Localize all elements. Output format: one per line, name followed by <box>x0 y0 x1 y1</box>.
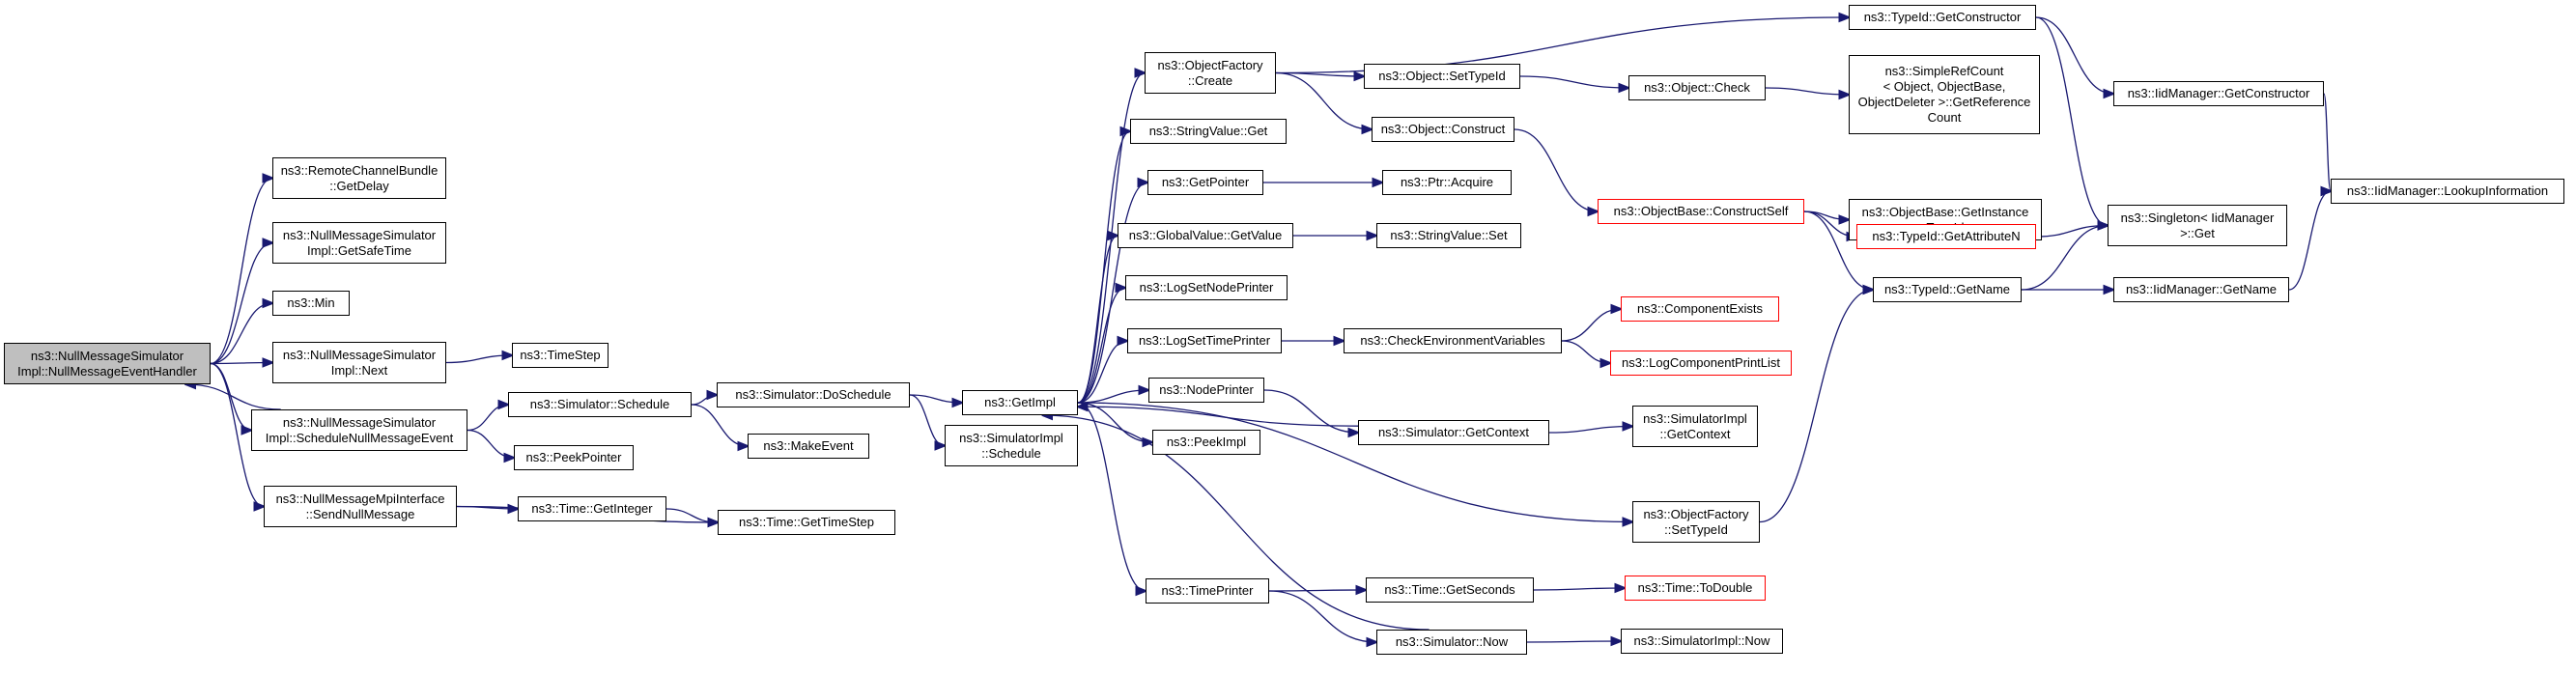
node-getimpl[interactable]: ns3::GetImpl <box>962 390 1078 415</box>
edge-simgetctx-to-getimpl <box>1078 407 1359 427</box>
edge-root-to-sendnull <box>210 362 264 507</box>
edge-checkenv-to-compexists <box>1561 309 1621 342</box>
node-simulatorimpl-schedule[interactable]: ns3::SimulatorImpl ::Schedule <box>945 425 1078 466</box>
node-stringvalue-set[interactable]: ns3::StringValue::Set <box>1376 223 1521 248</box>
edge-root-to-min <box>210 303 272 365</box>
edge-root-to-schednull <box>210 362 251 431</box>
edge-settypeid-to-objcheck <box>1519 75 1628 88</box>
node-objectbase-constructself[interactable]: ns3::ObjectBase::ConstructSelf <box>1598 199 1804 224</box>
edge-objfsettypeid-to-typeidgetname <box>1759 290 1873 523</box>
node-getpointer[interactable]: ns3::GetPointer <box>1147 170 1263 195</box>
node-time-getseconds[interactable]: ns3::Time::GetSeconds <box>1366 577 1534 603</box>
node-logsetnodeprinter[interactable]: ns3::LogSetNodePrinter <box>1125 275 1288 300</box>
node-object-check[interactable]: ns3::Object::Check <box>1628 75 1766 100</box>
edge-simgetctx-to-simimplctx <box>1548 427 1632 434</box>
node-ptr-acquire[interactable]: ns3::Ptr::Acquire <box>1382 170 1512 195</box>
node-componentexists[interactable]: ns3::ComponentExists <box>1621 296 1779 322</box>
node-typeid-getname[interactable]: ns3::TypeId::GetName <box>1873 277 2022 302</box>
node-logcomponentprintlist[interactable]: ns3::LogComponentPrintList <box>1610 351 1792 376</box>
edge-root-to-next <box>210 363 272 364</box>
edge-getimpl-to-strvalget <box>1077 131 1130 404</box>
node-min[interactable]: ns3::Min <box>272 291 350 316</box>
node-simulator-schedule[interactable]: ns3::Simulator::Schedule <box>508 392 692 417</box>
edge-timeprinter-to-simnow <box>1268 590 1376 642</box>
node-simulatorimpl-getcontext[interactable]: ns3::SimulatorImpl ::GetContext <box>1632 406 1758 447</box>
edge-iidgetconstructor-to-lookupinfo <box>2324 93 2331 191</box>
edge-iidgetname-to-lookupinfo <box>2288 191 2331 291</box>
edge-root-to-getsafetime <box>210 243 272 365</box>
node-iidmanager-getname[interactable]: ns3::IidManager::GetName <box>2113 277 2289 302</box>
edge-root-to-getdelay <box>210 179 272 365</box>
edge-timeprinter-to-getseconds <box>1268 590 1366 591</box>
node-objectfactory-settypeid[interactable]: ns3::ObjectFactory ::SetTypeId <box>1632 501 1760 543</box>
edge-getconstructor-to-singletonget <box>2035 16 2108 226</box>
edge-typeidgetname-to-singletonget <box>2021 226 2108 291</box>
node-simulatorimpl-now[interactable]: ns3::SimulatorImpl::Now <box>1621 629 1783 654</box>
node-simulator-now[interactable]: ns3::Simulator::Now <box>1376 630 1527 655</box>
node-stringvalue-get[interactable]: ns3::StringValue::Get <box>1130 119 1287 144</box>
edge-schednull-to-simsched <box>467 405 508 432</box>
edge-schednull-to-root <box>185 384 281 410</box>
edge-getint-to-gettimestep <box>665 508 718 522</box>
node-simulator-getcontext[interactable]: ns3::Simulator::GetContext <box>1358 420 1549 445</box>
node-peekpointer[interactable]: ns3::PeekPointer <box>514 445 634 470</box>
node-checkenvironmentvariables[interactable]: ns3::CheckEnvironmentVariables <box>1344 328 1562 353</box>
node-logsettimeprinter[interactable]: ns3::LogSetTimePrinter <box>1127 328 1282 353</box>
node-time-getinteger[interactable]: ns3::Time::GetInteger <box>518 496 666 521</box>
edge-objfcreate-to-objconstruct <box>1275 71 1372 130</box>
node-peekimpl[interactable]: ns3::PeekImpl <box>1152 430 1260 455</box>
node-makeevent[interactable]: ns3::MakeEvent <box>748 434 869 459</box>
node-send-null-message[interactable]: ns3::NullMessageMpiInterface ::SendNullM… <box>264 486 457 527</box>
edge-next-to-timestep <box>445 355 512 364</box>
edge-objfcreate-to-getconstructor <box>1275 17 1849 74</box>
edge-getimpl-to-logtimeprinter <box>1077 341 1127 404</box>
edge-objconstruct-to-constructself <box>1514 128 1598 211</box>
edge-simnow-to-simimplnow <box>1526 641 1621 642</box>
edge-constructself-to-typeidgetname <box>1803 211 1873 290</box>
edge-dosched-to-getimpl <box>909 394 962 403</box>
edge-schednull-to-peekptr <box>467 429 514 459</box>
edge-objcheck-to-simplerefcount <box>1765 87 1849 95</box>
node-globalvalue-getvalue[interactable]: ns3::GlobalValue::GetValue <box>1118 223 1293 248</box>
edge-getimpl-to-peekimpl <box>1077 402 1152 442</box>
node-object-construct[interactable]: ns3::Object::Construct <box>1372 117 1514 142</box>
node-object-settypeid[interactable]: ns3::Object::SetTypeId <box>1364 64 1520 89</box>
node-simulator-doschedule[interactable]: ns3::Simulator::DoSchedule <box>717 382 910 407</box>
node-iidmanager-getconstructor[interactable]: ns3::IidManager::GetConstructor <box>2113 81 2324 106</box>
node-time-gettimestep[interactable]: ns3::Time::GetTimeStep <box>718 510 895 535</box>
edge-checkenv-to-logcompprint <box>1561 340 1610 363</box>
edge-dosched-to-simimplsched <box>909 394 945 446</box>
edge-getconstructor-to-iidgetconstructor <box>2035 16 2113 94</box>
node-timestep[interactable]: ns3::TimeStep <box>512 343 609 368</box>
node-singleton-iidmanager-get[interactable]: ns3::Singleton< IidManager >::Get <box>2108 205 2287 246</box>
node-remote-channel-bundle-getdelay[interactable]: ns3::RemoteChannelBundle ::GetDelay <box>272 157 446 199</box>
edge-simnow-to-getimpl <box>1042 415 1430 631</box>
node-objectfactory-create[interactable]: ns3::ObjectFactory ::Create <box>1145 52 1276 94</box>
node-time-todouble[interactable]: ns3::Time::ToDouble <box>1625 576 1766 601</box>
edge-simsched-to-dosched <box>691 395 717 406</box>
node-timeprinter[interactable]: ns3::TimePrinter <box>1146 578 1269 604</box>
edge-getimpl-to-globalgetvalue <box>1077 236 1118 404</box>
edge-getimpl-to-getpointer <box>1077 183 1147 404</box>
node-nullmessage-event-handler: ns3::NullMessageSimulator Impl::NullMess… <box>4 343 211 384</box>
node-nodeprinter[interactable]: ns3::NodePrinter <box>1148 378 1264 403</box>
node-iidmanager-lookupinformation[interactable]: ns3::IidManager::LookupInformation <box>2331 179 2564 204</box>
node-next[interactable]: ns3::NullMessageSimulator Impl::Next <box>272 342 446 383</box>
node-getsafetime[interactable]: ns3::NullMessageSimulator Impl::GetSafeT… <box>272 222 446 264</box>
node-schedule-null-message-event[interactable]: ns3::NullMessageSimulator Impl::Schedule… <box>251 409 467 451</box>
edge-getimpl-to-objfsettypeid <box>1077 402 1632 522</box>
edge-getimpl-to-lognodeprinter <box>1077 288 1125 404</box>
node-simplerefcount-getreferencecount[interactable]: ns3::SimpleRefCount < Object, ObjectBase… <box>1849 55 2040 134</box>
edge-simsched-to-makeevent <box>691 404 748 446</box>
edge-objfcreate-to-settypeid <box>1275 73 1364 77</box>
node-typeid-getconstructor[interactable]: ns3::TypeId::GetConstructor <box>1849 5 2036 30</box>
edge-getseconds-to-todouble <box>1533 588 1625 590</box>
node-typeid-getattributen[interactable]: ns3::TypeId::GetAttributeN <box>1856 224 2036 249</box>
edge-nodeprinter-to-simgetctx <box>1263 389 1358 433</box>
edge-getimpl-to-timeprinter <box>1077 402 1146 591</box>
